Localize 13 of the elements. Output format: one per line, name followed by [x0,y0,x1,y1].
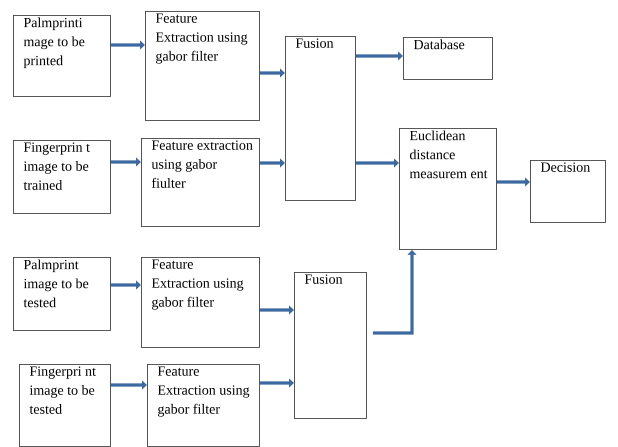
process-box: Feature extraction using gabor fiulter [141,138,260,227]
process-box: Feature Extraction using gabor filter [141,257,260,348]
process-box: Decision [530,160,606,223]
process-box: Feature Extraction using gabor filter [145,11,260,121]
process-box: Fusion [285,36,356,201]
process-box: Feature Extraction using gabor filter [147,364,260,447]
process-box: Palmprint image to be tested [13,257,111,331]
process-box: Fingerprin t image to be trained [13,140,111,214]
process-box: Euclidean distance measurem ent [399,128,497,250]
process-box: Fingerpri nt image to be tested [19,364,111,447]
process-box: Palmprinti mage to be printed [13,15,111,97]
process-box: Fusion [294,272,367,419]
process-box: Database [403,37,493,80]
